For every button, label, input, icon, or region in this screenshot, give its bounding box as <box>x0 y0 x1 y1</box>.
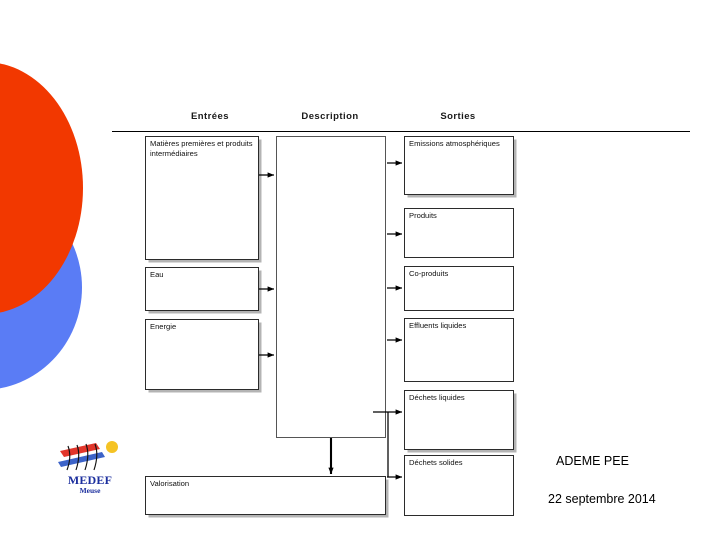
output-box-valorisation[interactable]: Valorisation <box>145 476 386 515</box>
input-box-eau-label: Eau <box>150 270 164 279</box>
output-box-dechets-liquides[interactable]: Déchets liquides <box>404 390 514 450</box>
medef-logo-subtitle: Meuse <box>79 486 101 495</box>
input-box-energie[interactable]: Energie <box>145 319 259 390</box>
decorative-circles <box>0 0 220 420</box>
column-heading-sorties: Sorties <box>440 111 476 122</box>
input-arrows <box>259 172 275 358</box>
input-box-matieres-premieres[interactable]: Matières premières et produits intermédi… <box>145 136 259 260</box>
output-box-effluents-liquides-label: Effluents liquides <box>409 321 467 330</box>
column-heading-entrees: Entrées <box>190 111 229 122</box>
output-box-dechets-solides-label: Déchets solides <box>409 458 463 467</box>
output-box-dechets-liquides-label: Déchets liquides <box>409 393 465 402</box>
footer-date: 22 septembre 2014 <box>548 492 656 506</box>
medef-logo-mark <box>58 441 118 471</box>
input-box-energie-label: Energie <box>150 322 177 331</box>
footer-organisation: ADEME PEE <box>556 454 629 468</box>
output-box-co-produits[interactable]: Co-produits <box>404 266 514 311</box>
medef-meuse-logo: MEDEF Meuse <box>44 440 136 502</box>
output-box-produits-label: Produits <box>409 211 437 220</box>
output-box-emissions-atmospheriques-label: Emissions atmosphériques <box>409 139 500 148</box>
input-box-eau[interactable]: Eau <box>145 267 259 311</box>
output-box-emissions-atmospheriques[interactable]: Emissions atmosphériques <box>404 136 514 195</box>
input-box-matieres-premieres-label: Matières premières et produits intermédi… <box>150 139 253 158</box>
header-divider-rule <box>112 131 690 132</box>
process-box-description[interactable] <box>276 136 386 438</box>
output-box-co-produits-label: Co-produits <box>409 269 449 278</box>
column-heading-description: Description <box>301 111 359 122</box>
output-box-dechets-solides[interactable]: Déchets solides <box>404 455 514 516</box>
output-box-produits[interactable]: Produits <box>404 208 514 258</box>
medef-logo-name: MEDEF <box>67 473 113 487</box>
output-box-effluents-liquides[interactable]: Effluents liquides <box>404 318 514 382</box>
output-box-valorisation-label: Valorisation <box>150 479 190 488</box>
